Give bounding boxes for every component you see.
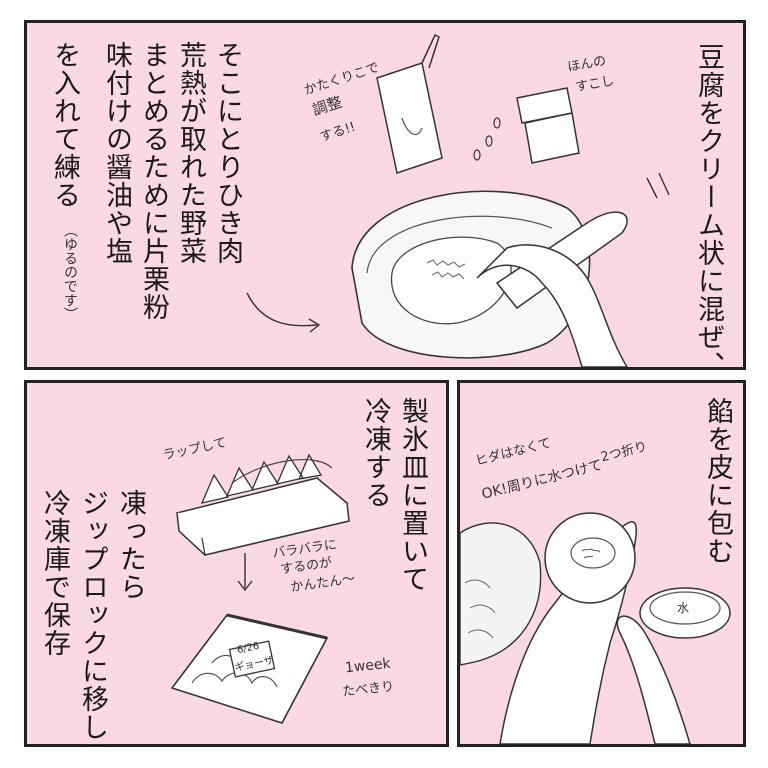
instruction-store-3: 冷凍庫で保存 bbox=[39, 489, 70, 657]
panel-wrap-dumpling: 餡を皮に包む ヒダはなくて OK!周りに水つけて 2つ折り 水 bbox=[457, 380, 746, 747]
side-note: （ゆるのです） bbox=[62, 223, 78, 321]
instruction-line-4: 味付けの醤油や塩 bbox=[101, 41, 132, 265]
wrapping-illustration bbox=[460, 512, 731, 744]
instruction-mix-tofu: 豆腐をクリーム状に混ぜ、 bbox=[693, 43, 724, 370]
instruction-wrap: 餡を皮に包む bbox=[702, 397, 733, 565]
instruction-freeze-2: 冷凍する bbox=[360, 397, 391, 509]
water-label: 水 bbox=[677, 601, 690, 615]
instruction-store-2: ジップロックに移し bbox=[77, 489, 108, 741]
instruction-line-2: 荒熱が取れた野菜 bbox=[175, 41, 206, 265]
panel-mix-filling: 豆腐をクリーム状に混ぜ、 そこにとりひき肉 荒熱が取れた野菜 まとめるために片栗… bbox=[24, 20, 746, 370]
mixing-bowl-illustration bbox=[246, 33, 670, 367]
instruction-line-5: を入れて練る bbox=[49, 41, 80, 209]
instruction-line-3: まとめるために片栗粉 bbox=[138, 41, 169, 321]
panel-freeze: 製氷皿に置いて 冷凍する 凍ったら ジップロックに移し 冷凍庫で保存 ラップして… bbox=[24, 380, 449, 747]
freezing-illustration bbox=[170, 453, 350, 724]
instruction-line-1: そこにとりひき肉 bbox=[212, 41, 243, 265]
instruction-freeze-1: 製氷皿に置いて bbox=[397, 397, 428, 593]
instruction-store-1: 凍ったら bbox=[115, 489, 146, 601]
